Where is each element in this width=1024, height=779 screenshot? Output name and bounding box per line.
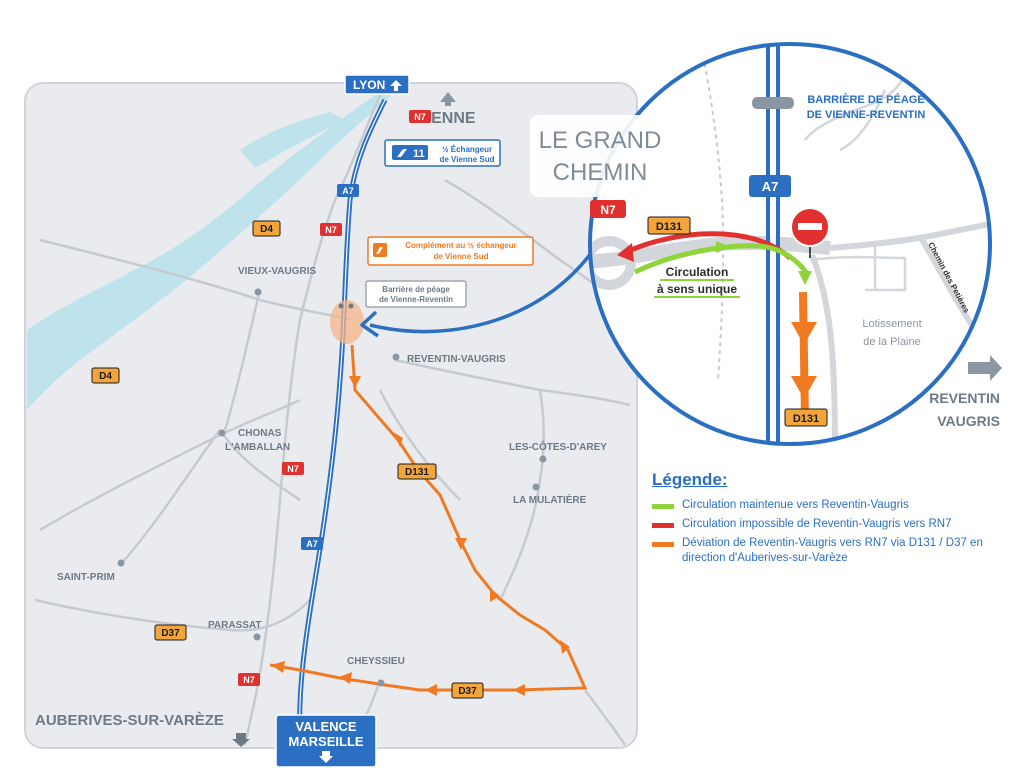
- legend-title: Légende:: [652, 470, 728, 489]
- n7-badge: N7: [238, 673, 260, 686]
- city-auberives: AUBERIVES-SUR-VARÈZE: [35, 712, 224, 729]
- legend-item: Circulation impossible de Reventin-Vaugr…: [652, 517, 1012, 532]
- svg-text:N7: N7: [414, 112, 426, 122]
- svg-text:A7: A7: [342, 186, 354, 196]
- one-way-line2: à sens unique: [657, 282, 737, 296]
- town-cheyssieu: CHEYSSIEU: [347, 656, 405, 667]
- inset-a7-badge: A7: [749, 175, 791, 197]
- legend: Légende: Circulation maintenue vers Reve…: [652, 470, 1012, 570]
- river-branch: [240, 112, 345, 168]
- reventin-line2: VAUGRIS: [937, 413, 1000, 429]
- exit-icon: [397, 149, 407, 157]
- exit-label-line2: de Vienne Sud: [440, 155, 495, 164]
- town-reventin-vaugris: REVENTIN-VAUGRIS: [407, 354, 506, 365]
- toll-dot: [338, 303, 344, 309]
- vienne-arrow-icon: [440, 92, 456, 106]
- inset-content: [590, 44, 990, 444]
- toll-dot: [348, 303, 354, 309]
- legend-item-label: Déviation de Reventin-Vaugris vers RN7 v…: [682, 537, 983, 564]
- inset-d131-top-badge: D131: [647, 216, 691, 235]
- le-grand-chemin-bg: [530, 115, 670, 197]
- lyon-arrow-icon: [390, 80, 402, 91]
- svg-text:N7: N7: [325, 225, 337, 235]
- d37-badge: D37: [154, 624, 187, 641]
- toll-info-box: [365, 280, 467, 308]
- svg-text:D4: D4: [99, 371, 112, 382]
- complement-line1: Complément au ½ échangeur: [405, 241, 517, 250]
- svg-text:A7: A7: [762, 179, 779, 194]
- d4-badge: D4: [252, 220, 281, 237]
- complement-exit-icon: [376, 247, 383, 254]
- svg-text:D37: D37: [161, 628, 180, 639]
- inset-d131-bottom-badge: D131: [784, 408, 828, 427]
- n7-badge: N7: [282, 462, 304, 475]
- legend-item-label: Circulation impossible de Reventin-Vaugr…: [682, 518, 952, 530]
- le-grand-chemin-line2: CHEMIN: [553, 159, 648, 186]
- n7-badge: N7: [409, 110, 431, 123]
- exit-label-line1: ½ Échangeur: [442, 145, 492, 154]
- svg-text:A7: A7: [306, 539, 318, 549]
- town-vieux-vaugris: VIEUX-VAUGRIS: [238, 266, 316, 277]
- callout-line: [369, 239, 602, 334]
- svg-text:D131: D131: [793, 413, 819, 425]
- svg-text:D37: D37: [458, 686, 477, 697]
- complement-line2: de Vienne Sud: [434, 252, 489, 261]
- inset-circle-border: [588, 42, 992, 446]
- legend-item-label: Circulation maintenue vers Reventin-Vaug…: [682, 499, 909, 511]
- a7-badge: A7: [337, 184, 359, 197]
- secondary-roads: [34, 94, 631, 746]
- town-chonas-line2: L'AMBALLAN: [225, 442, 290, 453]
- le-grand-chemin-line1: LE GRAND: [539, 127, 662, 154]
- a7-badge: A7: [301, 537, 323, 550]
- lotissement-line2: de la Plaine: [863, 336, 921, 348]
- reventin-line1: REVENTIN: [929, 390, 1000, 406]
- d37-badge: D37: [451, 682, 484, 699]
- valence-sign-line1: VALENCE: [295, 719, 356, 734]
- detour-arrows: [271, 376, 570, 696]
- n7-badge: N7: [320, 223, 342, 236]
- legend-swatch-orange: [652, 542, 674, 547]
- reventin-arrow-icon: [968, 355, 1002, 381]
- town-dots: [117, 288, 547, 687]
- a7-motorway-center: [299, 99, 386, 736]
- exit-11-number: 11: [413, 148, 425, 160]
- lyon-sign-label: LYON: [353, 78, 385, 92]
- auberives-arrow-icon: [232, 733, 250, 747]
- svg-text:D131: D131: [405, 467, 429, 478]
- inset-toll-line2: DE VIENNE-REVENTIN: [807, 109, 926, 121]
- town-chonas-line1: CHONAS: [238, 428, 282, 439]
- toll-info-line2: de Vienne-Reventin: [379, 295, 453, 304]
- legend-swatch-red: [652, 523, 674, 528]
- valence-arrow-icon: [319, 751, 333, 763]
- svg-text:D131: D131: [656, 221, 682, 233]
- town-les-cotes-darey: LES-CÔTES-D'AREY: [509, 440, 607, 453]
- inset-toll-line1: BARRIÈRE DE PÉAGE: [807, 93, 924, 106]
- lyon-sign: [344, 74, 410, 95]
- lotissement-line1: Lotissement: [862, 318, 921, 330]
- legend-item: Circulation maintenue vers Reventin-Vaug…: [652, 498, 1012, 513]
- toll-highlight: [330, 300, 364, 344]
- legend-swatch-green: [652, 504, 674, 509]
- inset-n7-badge: N7: [590, 200, 626, 218]
- svg-text:N7: N7: [600, 203, 616, 217]
- d4-badge: D4: [91, 367, 120, 384]
- complement-box: [367, 236, 534, 266]
- valence-sign: [275, 714, 377, 768]
- svg-text:D4: D4: [260, 224, 273, 235]
- one-way-line1: Circulation: [666, 265, 729, 279]
- d131-badge: D131: [397, 463, 437, 480]
- river: [27, 92, 395, 410]
- toll-info-line1: Barrière de péage: [382, 285, 450, 294]
- town-saint-prim: SAINT-PRIM: [57, 572, 115, 583]
- svg-text:N7: N7: [243, 675, 255, 685]
- svg-text:N7: N7: [287, 464, 299, 474]
- callout-arrowhead: [360, 310, 379, 338]
- town-la-mulatiere: LA MULATIÈRE: [513, 493, 587, 506]
- legend-item: Déviation de Reventin-Vaugris vers RN7 v…: [652, 536, 1012, 566]
- town-parassat: PARASSAT: [208, 620, 262, 631]
- valence-sign-line2: MARSEILLE: [288, 734, 363, 749]
